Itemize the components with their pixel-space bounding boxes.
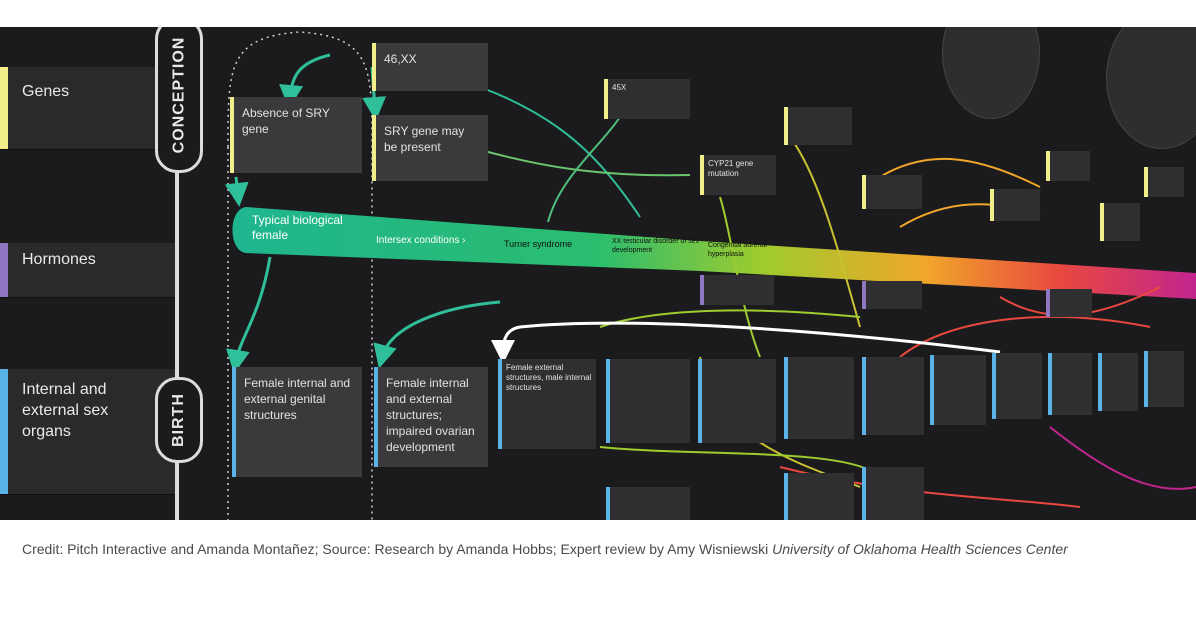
credit-institution: University of Oklahoma Health Sciences C… — [772, 541, 1068, 557]
box-small-decor — [784, 473, 854, 520]
box-small-decor — [862, 467, 924, 520]
category-label: Internal and external sex organs — [22, 381, 109, 440]
box-accent — [990, 189, 994, 221]
birth-marker: BIRTH — [155, 377, 203, 463]
box-small-decor — [862, 357, 924, 435]
box-accent — [1098, 353, 1102, 411]
box-46xx: 46,XX — [372, 43, 488, 91]
box-accent — [862, 281, 866, 309]
box-small-decor — [1100, 203, 1140, 241]
ribbon-testicular: XX testicular disorder of sex developmen… — [612, 238, 700, 254]
box-small-decor — [862, 175, 922, 209]
box-small-decor — [990, 189, 1040, 221]
box-text: Female internal and external genital str… — [244, 376, 351, 422]
box-accent — [1046, 289, 1050, 317]
box-45x: 45X — [604, 79, 690, 119]
box-accent — [784, 107, 788, 145]
box-male-internal: Female external structures, male interna… — [498, 359, 596, 449]
box-small-decor — [1048, 353, 1092, 415]
conception-label: CONCEPTION — [170, 36, 188, 154]
box-accent — [606, 359, 610, 443]
box-small-decor — [1144, 167, 1184, 197]
box-text: SRY gene may be present — [384, 124, 465, 154]
box-small-decor — [930, 355, 986, 425]
birth-label: BIRTH — [170, 393, 188, 447]
box-accent — [700, 155, 704, 195]
ribbon-cah: Congenital adrenal hyperplasia — [708, 242, 767, 258]
box-female-structures: Female internal and external genital str… — [232, 367, 362, 477]
box-accent — [1144, 167, 1148, 197]
timeline-line — [175, 27, 179, 520]
box-small-decor — [1098, 353, 1138, 411]
box-accent — [700, 275, 704, 305]
category-color-bar — [0, 369, 8, 494]
box-accent — [1144, 351, 1148, 407]
box-small-decor — [1144, 351, 1184, 407]
box-accent — [698, 359, 702, 443]
box-text: 45X — [612, 83, 627, 92]
ribbon-typical-female: Typical biological female — [252, 213, 343, 242]
box-accent — [1046, 151, 1050, 181]
ribbon — [232, 207, 1196, 299]
box-text: Female internal and external structures;… — [386, 376, 475, 454]
category-genes: Genes — [0, 67, 178, 150]
box-accent — [784, 473, 788, 520]
credit-line: Credit: Pitch Interactive and Amanda Mon… — [22, 537, 1182, 561]
box-small-decor — [784, 107, 852, 145]
box-absence-sry: Absence of SRY gene — [230, 97, 362, 173]
box-accent — [862, 357, 866, 435]
box-sry-present: SRY gene may be present — [372, 115, 488, 181]
box-small-decor — [1046, 289, 1092, 317]
ribbon-turner: Turner syndrome — [504, 239, 573, 249]
box-small-decor — [606, 359, 690, 443]
box-accent — [232, 367, 236, 477]
box-accent — [604, 79, 608, 119]
box-small-decor — [992, 353, 1042, 419]
box-accent — [230, 97, 234, 173]
box-small-decor — [606, 487, 690, 520]
top-margin — [0, 0, 1196, 27]
category-hormones: Hormones — [0, 243, 178, 298]
box-text: CYP21 gene mutation — [708, 159, 754, 178]
box-small-decor — [862, 281, 922, 309]
box-impaired-ovarian: Female internal and external structures;… — [374, 367, 488, 467]
box-text: 46,XX — [384, 52, 417, 66]
box-accent — [862, 175, 866, 209]
category-label: Genes — [22, 83, 70, 100]
box-accent — [372, 115, 376, 181]
box-small-decor — [700, 275, 774, 305]
box-cyp21: CYP21 gene mutation — [700, 155, 776, 195]
box-accent — [606, 487, 610, 520]
box-accent — [784, 357, 788, 439]
credit-prefix: Credit: Pitch Interactive and Amanda Mon… — [22, 541, 773, 557]
box-small-decor — [1046, 151, 1090, 181]
box-small-decor — [784, 357, 854, 439]
box-accent — [372, 43, 376, 91]
box-text: Female external structures, male interna… — [506, 363, 592, 392]
box-accent — [862, 467, 866, 520]
category-color-bar — [0, 67, 8, 149]
box-accent — [1100, 203, 1104, 241]
category-color-bar — [0, 243, 8, 297]
ribbon-intersex: Intersex conditions › — [376, 235, 466, 246]
box-accent — [992, 353, 996, 419]
box-text: Absence of SRY gene — [242, 106, 330, 136]
box-small-decor — [698, 359, 776, 443]
category-label: Hormones — [22, 251, 96, 268]
conception-marker: CONCEPTION — [155, 27, 203, 173]
box-accent — [1048, 353, 1052, 415]
box-accent — [498, 359, 502, 449]
box-accent — [374, 367, 378, 467]
infographic: Genes Hormones Internal and external sex… — [0, 27, 1196, 520]
box-accent — [930, 355, 934, 425]
category-sex-organs: Internal and external sex organs — [0, 369, 178, 495]
